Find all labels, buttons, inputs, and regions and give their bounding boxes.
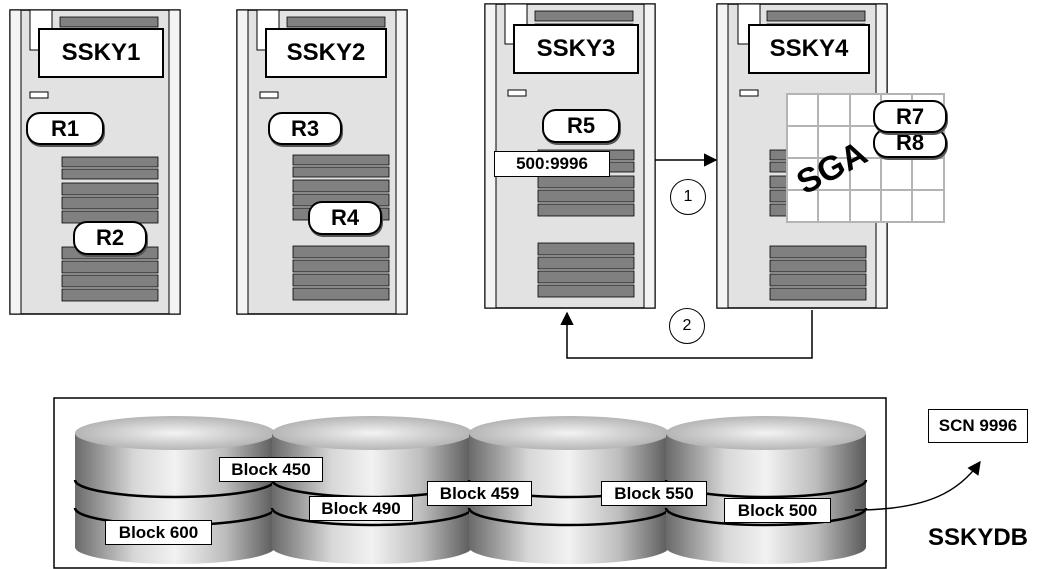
block-label: Block 550 [601,481,707,506]
region-r3: R3 [268,112,342,145]
server-name-ssky3: SSKY3 [513,24,639,74]
disk-stack-1 [73,416,277,564]
database-name: SSKYDB [927,524,1029,551]
block-label: Block 500 [724,498,831,523]
step-2-marker: 2 [669,308,705,344]
server-name-ssky2: SSKY2 [265,28,387,78]
region-r5: R5 [542,109,620,143]
region-r2: R2 [73,221,147,255]
region-r4: R4 [308,201,382,235]
disk-stack-4 [664,416,868,564]
step-1-marker: 1 [670,179,706,215]
step-2-arrow [560,310,813,359]
block-label: Block 490 [309,496,413,521]
server-name-ssky4: SSKY4 [748,24,870,74]
block-label: Block 459 [427,481,532,506]
lock-value-label: 500:9996 [494,151,610,177]
server-name-ssky1: SSKY1 [38,28,164,78]
region-r1: R1 [26,112,104,145]
block-label: Block 450 [219,457,323,482]
scn-arrow [854,460,981,511]
scn-label: SCN 9996 [928,409,1028,443]
region-r7: R7 [873,100,947,133]
block-label: Block 600 [105,520,212,545]
